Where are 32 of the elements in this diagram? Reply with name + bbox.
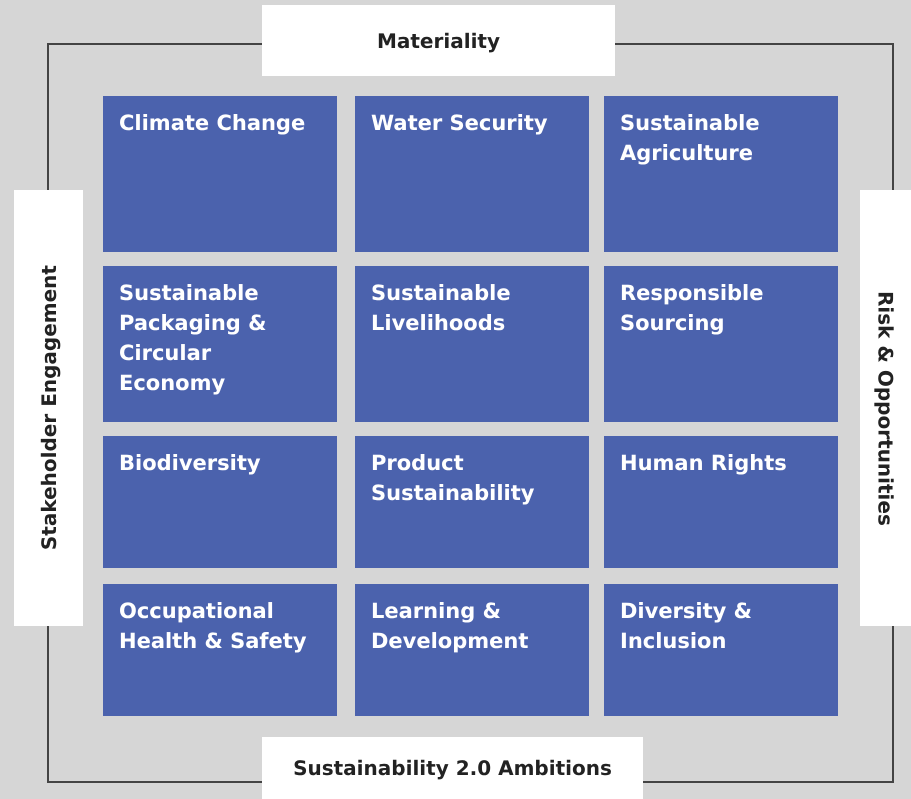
topic-title: Responsible Sourcing [620, 280, 764, 337]
heading-text: Materiality [376, 28, 500, 52]
topic-title: Product Sustainability [371, 450, 536, 507]
topic-card [355, 584, 589, 716]
topic-card [103, 96, 337, 252]
topic-card [355, 96, 589, 252]
topic-card [604, 584, 838, 716]
topic-card [103, 584, 337, 716]
topic-card [103, 266, 337, 422]
topic-title: Diversity & Inclusion [620, 598, 753, 655]
topic-title: Sustainable Agriculture [620, 110, 761, 167]
topic-title: Water Security [371, 110, 549, 137]
topic-title: Learning & Development [371, 598, 530, 655]
topic-title: Occupational Health & Safety [119, 598, 308, 655]
topic-card [604, 96, 838, 252]
side-panel [860, 190, 911, 626]
topic-card [355, 436, 589, 568]
topic-title: Biodiversity [119, 450, 262, 477]
heading-panel [262, 5, 615, 76]
topic-card [103, 436, 337, 568]
topic-card [355, 266, 589, 422]
topic-card [604, 266, 838, 422]
side-panel [14, 190, 83, 626]
topic-title: Sustainable Livelihoods [371, 280, 512, 337]
footer-text: Sustainability 2.0 Ambitions [293, 756, 612, 780]
topic-title: Sustainable Packaging & Circular Economy [119, 280, 268, 397]
topic-title: Climate Change [119, 110, 306, 137]
side-label: Risk & Opportunities [874, 290, 898, 526]
topic-card [604, 436, 838, 568]
side-label: Stakeholder Engagement [36, 265, 60, 551]
footer-panel [262, 737, 643, 799]
topic-title: Human Rights [620, 450, 788, 477]
